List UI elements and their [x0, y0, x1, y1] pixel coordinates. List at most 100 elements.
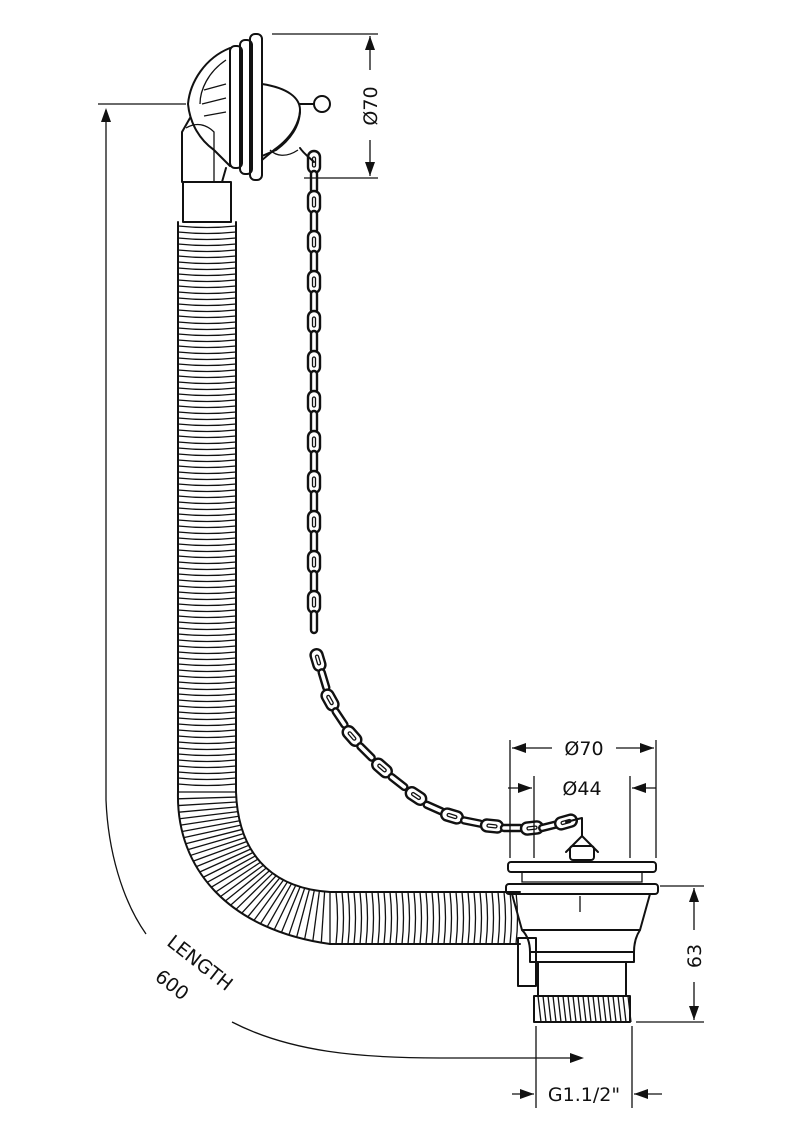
- hose-rib: [177, 249, 237, 253]
- hose-bend-rib: [303, 890, 315, 940]
- hose-rib: [177, 525, 237, 529]
- hose-bend-rib: [206, 855, 256, 883]
- hose-ribs: [177, 225, 237, 787]
- dim-waste-height: 63: [636, 885, 706, 1023]
- thread-line: [577, 995, 582, 1023]
- chain-link: [317, 668, 331, 692]
- hose-rib: [177, 585, 237, 589]
- thread-line: [587, 995, 592, 1023]
- hose-bend-rib: [183, 824, 241, 839]
- dim-thread-size-label: G1.1/2": [548, 1084, 620, 1106]
- thread-line: [602, 995, 607, 1023]
- hose-bend-rib: [220, 864, 264, 898]
- thread-line: [617, 995, 622, 1023]
- dim-thread-size: G1.1/2": [512, 1026, 662, 1108]
- hose-bend-rib: [280, 886, 301, 933]
- chain-link: [356, 742, 376, 762]
- hose-bend-rib: [215, 861, 261, 893]
- hose-rib: [177, 321, 237, 325]
- thread-line: [572, 995, 577, 1023]
- thread-line: [597, 995, 602, 1023]
- hose-bend-rib: [259, 881, 288, 925]
- dim-waste-diameter-label: Ø70: [564, 738, 603, 760]
- flexible-hose: [176, 181, 521, 945]
- hose-bend-rib: [296, 889, 311, 938]
- dim-top-diameter: Ø70: [272, 33, 382, 179]
- hose-rib: [177, 363, 237, 367]
- hose-bend-rib: [320, 891, 326, 943]
- hose-bend-rib: [389, 891, 393, 945]
- hose-bend-rib: [179, 810, 238, 820]
- hose-bend-rib: [491, 891, 495, 945]
- chain-link: [306, 269, 322, 295]
- hose-rib: [177, 657, 237, 661]
- hose-rib: [177, 435, 237, 439]
- hose-bend-rib: [449, 891, 453, 945]
- hose-bend-rib: [365, 891, 369, 945]
- hose-bend-rib: [503, 891, 507, 945]
- hose-rib: [177, 627, 237, 631]
- chain-link: [306, 509, 322, 535]
- hose-bend-rib: [241, 875, 277, 914]
- hose-rib: [177, 477, 237, 481]
- hose-rib: [177, 381, 237, 385]
- hose-rib: [177, 729, 237, 733]
- hose-rib: [177, 651, 237, 655]
- chain-link: [309, 369, 319, 395]
- hose-rib: [177, 687, 237, 691]
- hose-rib: [177, 693, 237, 697]
- thread-line: [547, 995, 552, 1023]
- dim-top-diameter-label: Ø70: [360, 86, 382, 125]
- hose-rib: [177, 531, 237, 535]
- hose-rib: [177, 681, 237, 685]
- hose-bend-ribs: [177, 791, 519, 945]
- hose-bend-rib: [211, 858, 259, 888]
- hose-rib: [177, 327, 237, 331]
- hose-bend-rib: [407, 891, 411, 945]
- hose-rib: [177, 387, 237, 391]
- hose-rib: [177, 273, 237, 277]
- hose-bend-rib: [515, 891, 519, 945]
- chain-link: [309, 529, 319, 555]
- dim-waste-height-label: 63: [684, 944, 706, 968]
- hose-bend-rib: [193, 840, 248, 862]
- hose-rib: [177, 645, 237, 649]
- hose-rib: [177, 615, 237, 619]
- hose-bend-rib: [431, 891, 435, 945]
- hose-bend-rib: [177, 796, 237, 800]
- hose-bend-rib: [425, 891, 429, 945]
- hose-bend-rib: [266, 883, 293, 928]
- hose-bend-rib: [473, 891, 477, 945]
- hose-rib: [177, 495, 237, 499]
- hose-bend-rib: [455, 891, 459, 945]
- thread-line: [552, 995, 557, 1023]
- hose-bend-rib: [273, 885, 297, 931]
- thread-line: [622, 995, 627, 1023]
- thread-line: [582, 995, 587, 1023]
- hose-rib: [177, 519, 237, 523]
- thread-line: [592, 995, 597, 1023]
- hose-rib: [177, 579, 237, 583]
- chain-link: [309, 409, 319, 435]
- hose-rib: [177, 513, 237, 517]
- chain-link: [306, 429, 322, 455]
- hose-bend-rib: [485, 891, 489, 945]
- hose-rib: [177, 603, 237, 607]
- chain-link: [309, 449, 319, 475]
- hose-bend-rib: [247, 877, 281, 918]
- hose-rib: [177, 783, 237, 787]
- hose-rib: [177, 663, 237, 667]
- thread-line: [627, 995, 632, 1023]
- hose-rib: [177, 609, 237, 613]
- hose-rib: [177, 375, 237, 379]
- hose-rib: [177, 471, 237, 475]
- hose-bend-rib: [443, 891, 447, 945]
- hose-rib: [177, 561, 237, 565]
- hose-rib: [177, 735, 237, 739]
- hose-rib: [177, 747, 237, 751]
- chain-link: [387, 772, 409, 792]
- hose-rib: [177, 393, 237, 397]
- chain-link: [309, 609, 319, 635]
- hose-rib: [177, 261, 237, 265]
- hose-rib: [177, 759, 237, 763]
